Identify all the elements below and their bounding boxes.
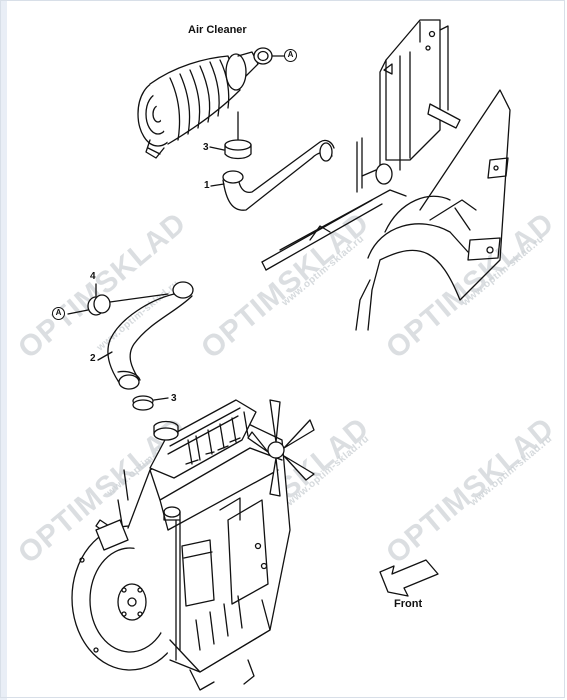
- reference-marker-a-upper: A: [284, 49, 297, 62]
- reference-marker-a-lower: A: [52, 307, 65, 320]
- tractor-frame-structure: [261, 19, 511, 331]
- engine-fan: [247, 399, 315, 497]
- callout-part-3-upper: 3: [203, 142, 209, 153]
- air-cleaner-canister: [137, 51, 259, 159]
- lower-hose-part-2: [97, 281, 194, 390]
- callout-part-4: 4: [90, 271, 96, 282]
- upper-clamp-ring: [209, 111, 252, 160]
- upper-elbow-fitting: [253, 47, 286, 65]
- callout-part-2: 2: [90, 353, 96, 364]
- upper-hose-part-1: [210, 139, 335, 211]
- engine-block: [71, 399, 315, 691]
- clamp-part-4: [67, 283, 169, 316]
- callout-part-1: 1: [204, 180, 210, 191]
- left-margin-strip: [0, 0, 7, 700]
- front-direction-arrow-icon: [379, 559, 439, 597]
- air-cleaner-title: Air Cleaner: [188, 24, 247, 36]
- front-label: Front: [394, 598, 423, 610]
- callout-part-3-lower: 3: [171, 393, 177, 404]
- lower-clamp-ring: [132, 395, 169, 411]
